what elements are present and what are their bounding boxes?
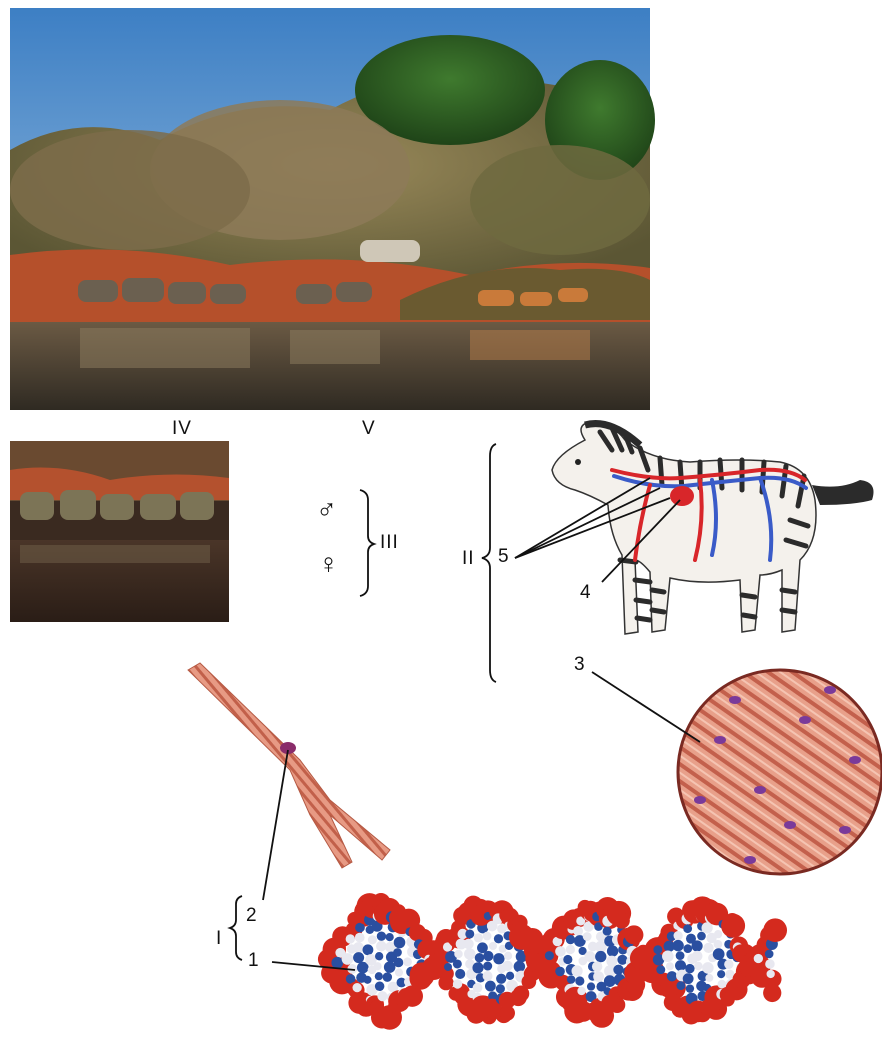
female-symbol: ♀: [318, 548, 339, 580]
label-roman-II: II: [462, 548, 475, 570]
male-symbol: ♂: [316, 494, 337, 526]
label-roman-I: I: [216, 928, 222, 950]
label-roman-IV: IV: [172, 418, 192, 440]
label-5: 5: [498, 546, 509, 568]
label-2: 2: [246, 905, 257, 927]
label-roman-III: III: [380, 532, 399, 554]
label-1: 1: [248, 950, 259, 972]
label-roman-V: V: [362, 418, 376, 440]
label-4: 4: [580, 582, 591, 604]
label-3: 3: [574, 654, 585, 676]
